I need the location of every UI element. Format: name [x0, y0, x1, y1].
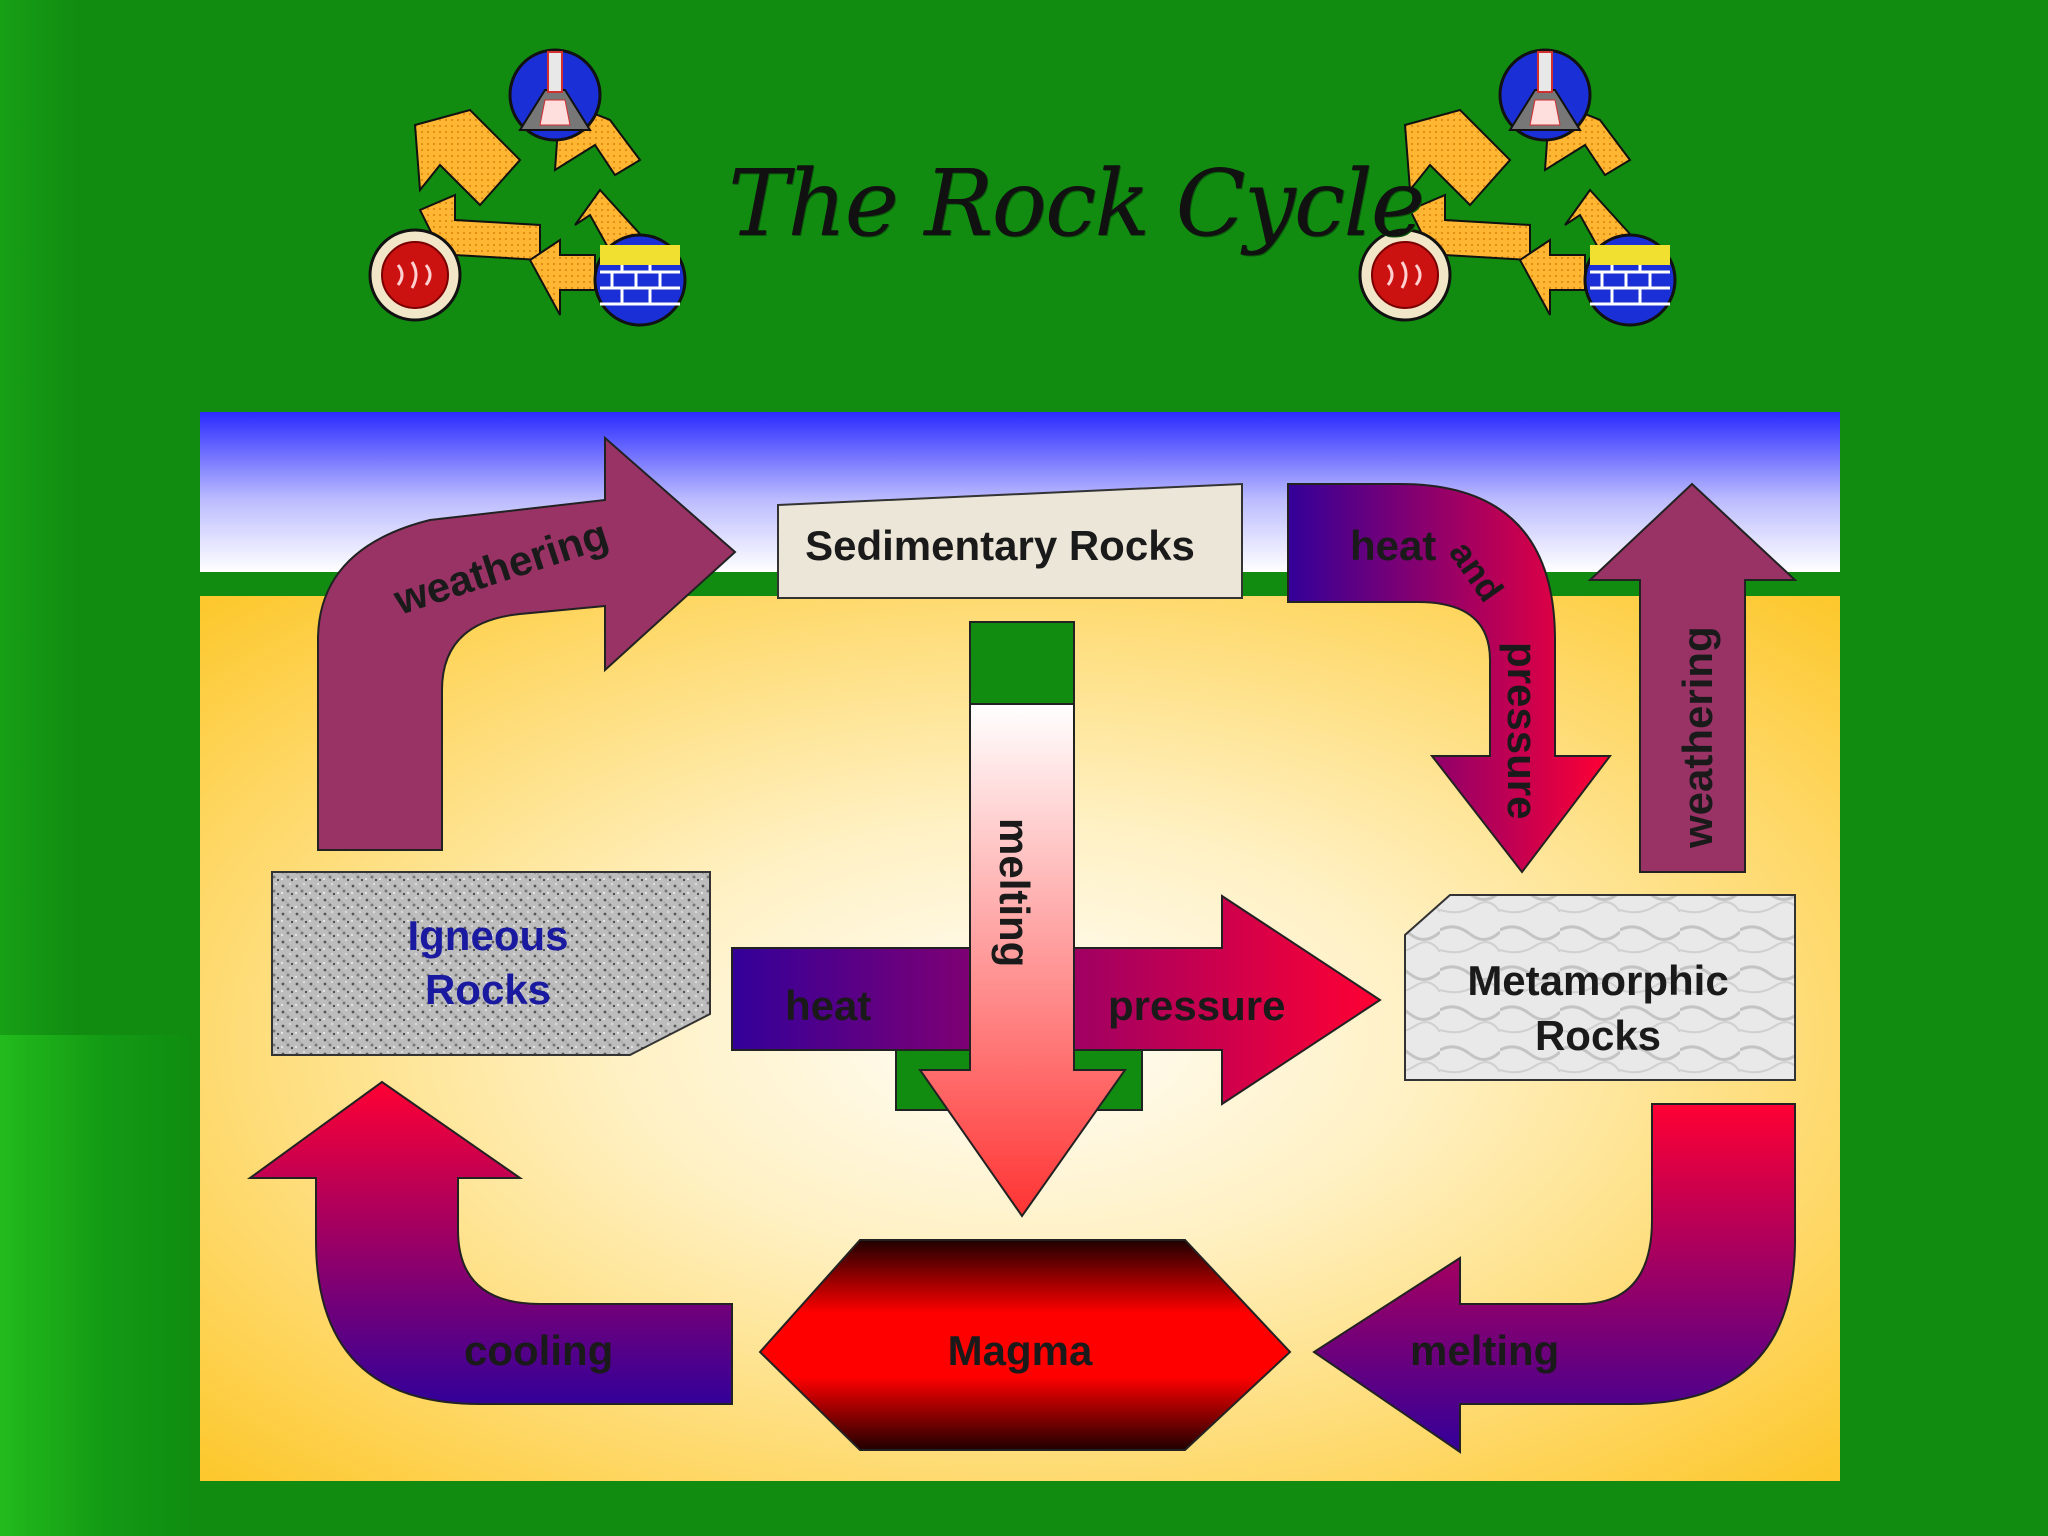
- label-pressure-center: pressure: [1108, 982, 1285, 1029]
- volcano-icon: [508, 48, 602, 142]
- node-igneous-rocks: [271, 871, 711, 1056]
- sediment-layers-icon: [593, 233, 687, 327]
- node-metamorphic-rocks: [1404, 894, 1796, 1081]
- node-magma: [758, 1239, 1292, 1451]
- weathering-arrow-top: [317, 435, 737, 851]
- weathering-arrow-right: [1587, 482, 1798, 873]
- label-metamorphic-line1: Metamorphic: [1467, 957, 1728, 1004]
- node-sedimentary-rocks: [777, 482, 1243, 599]
- sediment-layers-icon-right: [1583, 233, 1677, 327]
- label-weathering-right: weathering: [1674, 626, 1721, 849]
- igneous-rock-icon: [368, 228, 462, 322]
- label-pressure-top: pressure: [1499, 642, 1546, 819]
- cooling-arrow: [246, 1080, 733, 1405]
- label-cooling: cooling: [464, 1327, 613, 1374]
- label-metamorphic-line2: Rocks: [1535, 1012, 1661, 1059]
- recycle-icon-right: [1358, 48, 1677, 327]
- label-melting-center: melting: [991, 818, 1038, 967]
- background-band: [0, 1035, 190, 1536]
- melting-arrow-bottom: [1312, 1103, 1796, 1454]
- igneous-rock-icon-right: [1358, 228, 1452, 322]
- melting-arrow-center: [918, 703, 1127, 1218]
- label-heat-center: heat: [785, 982, 871, 1029]
- label-magma: Magma: [948, 1327, 1093, 1374]
- label-heat-top: heat: [1350, 522, 1436, 569]
- page-title: The Rock Cycle: [728, 150, 1425, 257]
- label-igneous-line1: Igneous: [407, 912, 568, 959]
- label-sedimentary-rocks: Sedimentary Rocks: [805, 522, 1195, 569]
- melting-arrow-cap: [969, 621, 1075, 705]
- volcano-icon-right: [1498, 48, 1592, 142]
- recycle-icon: [368, 48, 687, 327]
- heat-pressure-arrow-top: [1287, 483, 1613, 874]
- label-melting-bottom: melting: [1410, 1327, 1559, 1374]
- label-igneous-line2: Rocks: [425, 966, 551, 1013]
